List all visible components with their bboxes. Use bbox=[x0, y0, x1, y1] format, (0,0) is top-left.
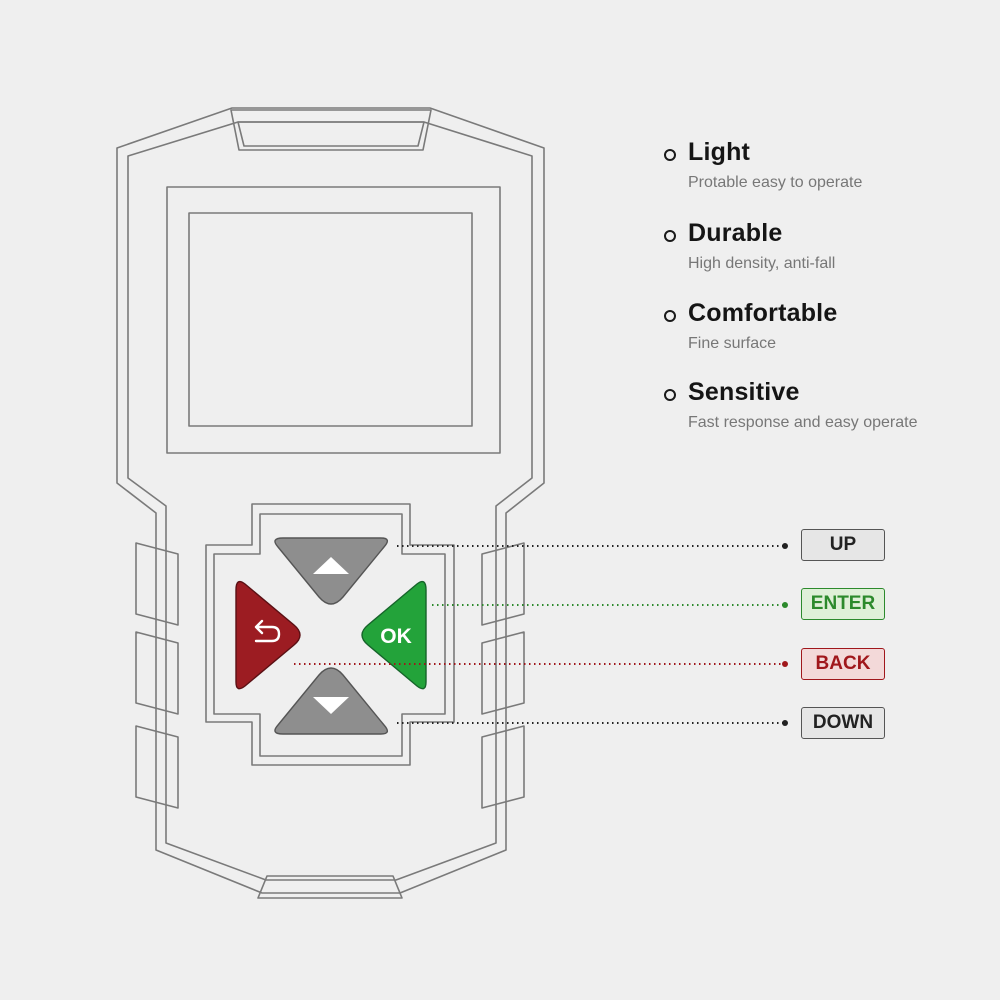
screen-bezel bbox=[166, 186, 501, 454]
down-button[interactable] bbox=[274, 667, 389, 735]
feature-title: Light bbox=[688, 138, 751, 166]
left-grips bbox=[135, 542, 179, 809]
feature-title: Comfortable bbox=[688, 299, 838, 327]
enter-callout-dot bbox=[782, 602, 788, 608]
feature-description: Fast response and easy operate bbox=[688, 414, 918, 431]
enter-key-label: ENTER bbox=[801, 588, 885, 620]
back-key-label: BACK bbox=[801, 648, 885, 680]
ok-button[interactable]: OK bbox=[361, 580, 427, 690]
back-button[interactable] bbox=[235, 580, 301, 690]
feature-title: Sensitive bbox=[688, 378, 800, 406]
up-button[interactable] bbox=[274, 537, 389, 605]
return-arrow-icon bbox=[254, 619, 281, 643]
feature-description: Fine surface bbox=[688, 335, 777, 352]
feature-title: Durable bbox=[688, 219, 783, 247]
display-screen bbox=[188, 212, 473, 427]
feature-description: High density, anti-fall bbox=[688, 255, 836, 272]
device-body-outline bbox=[116, 107, 545, 894]
up-key-label: UP bbox=[801, 529, 885, 561]
right-grips bbox=[481, 542, 525, 809]
feature-description: Protable easy to operate bbox=[688, 174, 863, 191]
keypad-plate bbox=[205, 503, 455, 766]
up-callout-dot bbox=[782, 543, 788, 549]
up-triangle-icon bbox=[313, 557, 349, 574]
ok-key-text: OK bbox=[380, 625, 412, 648]
bullet-icon bbox=[664, 389, 676, 401]
bullet-icon bbox=[664, 310, 676, 322]
down-callout-dot bbox=[782, 720, 788, 726]
down-triangle-icon bbox=[313, 697, 349, 714]
bottom-bumper bbox=[257, 875, 403, 899]
bullet-icon bbox=[664, 230, 676, 242]
back-callout-dot bbox=[782, 661, 788, 667]
down-key-label: DOWN bbox=[801, 707, 885, 739]
bullet-icon bbox=[664, 149, 676, 161]
top-bumper bbox=[230, 109, 432, 151]
